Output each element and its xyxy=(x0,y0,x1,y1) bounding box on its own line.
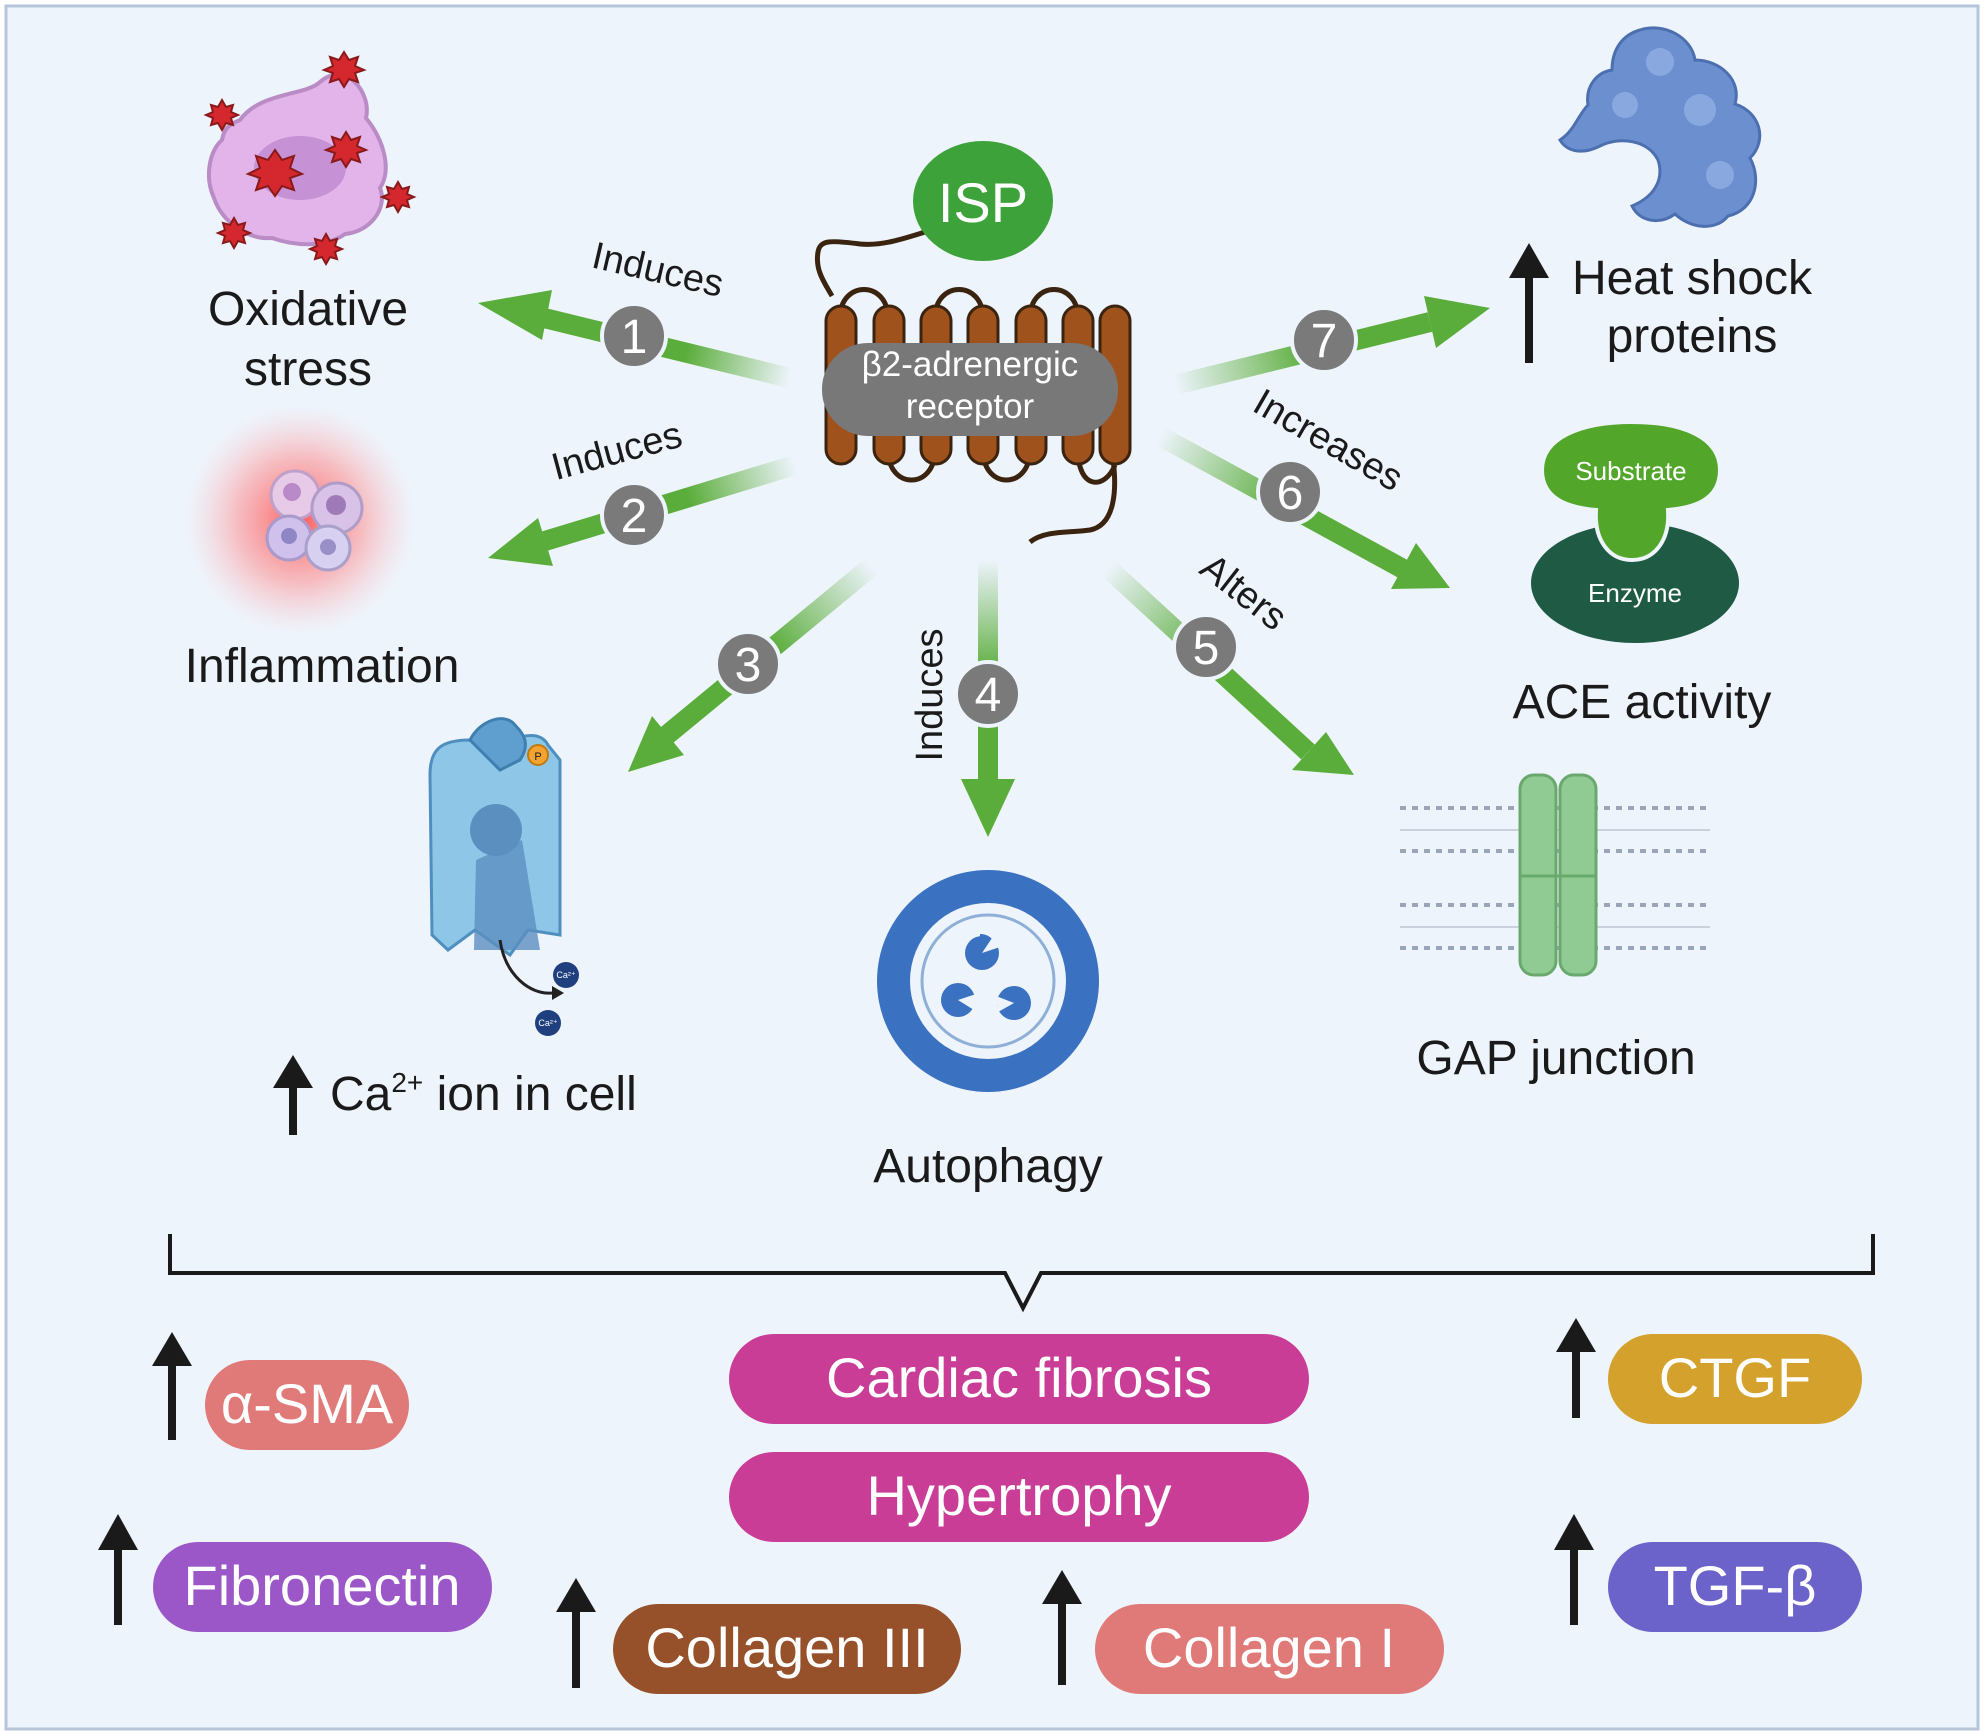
svg-text:Hypertrophy: Hypertrophy xyxy=(866,1464,1171,1527)
pathway-number-5: 5 xyxy=(1172,613,1240,681)
marker-alpha-sma: α-SMA xyxy=(152,1332,409,1450)
pathway-number-6: 6 xyxy=(1256,458,1324,526)
svg-text:TGF-β: TGF-β xyxy=(1654,1554,1817,1617)
enzyme-label: Enzyme xyxy=(1588,578,1682,608)
svg-text:Collagen III: Collagen III xyxy=(645,1616,928,1679)
grouping-bracket xyxy=(168,1234,1875,1313)
pathway-number-2: 2 xyxy=(600,481,668,549)
calcium-label: Ca2+ ion in cell xyxy=(330,1067,637,1121)
gap-junction-label: GAP junction xyxy=(1416,1032,1695,1085)
svg-text:7: 7 xyxy=(1311,315,1338,368)
inflammation-label: Inflammation xyxy=(185,640,460,693)
receptor-label-line2: receptor xyxy=(906,387,1035,426)
marker-pill xyxy=(1608,1542,1862,1632)
svg-text:P: P xyxy=(534,751,541,763)
heat-shock-label-line2: proteins xyxy=(1607,310,1778,363)
marker-ctgf: CTGF xyxy=(1556,1318,1862,1424)
receptor-label-line1: β2-adrenergic xyxy=(862,345,1079,384)
marker-pill xyxy=(153,1542,492,1632)
pathway-number-7: 7 xyxy=(1290,306,1358,374)
cardiac-fibrosis-pill: Cardiac fibrosis xyxy=(729,1334,1309,1424)
pathway-number-3: 3 xyxy=(714,630,782,698)
marker-pill xyxy=(613,1604,961,1694)
gap-junction-icon xyxy=(1400,773,1710,977)
oxidative-stress-label-line1: Oxidative xyxy=(208,283,408,336)
svg-text:Fibronectin: Fibronectin xyxy=(183,1554,460,1617)
svg-text:α-SMA: α-SMA xyxy=(221,1372,394,1435)
svg-text:6: 6 xyxy=(1277,467,1304,520)
enzyme-substrate-icon: Substrate Enzyme xyxy=(1531,419,1739,643)
isp-drug-badge: ISP xyxy=(913,141,1053,261)
svg-text:5: 5 xyxy=(1193,622,1220,675)
svg-text:3: 3 xyxy=(735,639,762,692)
marker-pill xyxy=(1608,1334,1862,1424)
svg-text:CTGF: CTGF xyxy=(1659,1346,1811,1409)
marker-collagen-iii: Collagen III xyxy=(556,1578,961,1694)
svg-text:1: 1 xyxy=(621,311,648,364)
oxidative-stress-label-line2: stress xyxy=(244,343,372,396)
inflammation-icon xyxy=(185,405,415,635)
heat-shock-protein-icon xyxy=(1557,26,1762,228)
marker-tgf-beta: TGF-β xyxy=(1554,1514,1862,1632)
autophagy-icon xyxy=(877,870,1099,1092)
marker-pill xyxy=(1095,1604,1444,1694)
hsp-up-arrow-icon xyxy=(1509,243,1549,363)
svg-text:4: 4 xyxy=(975,669,1002,722)
pathway-arrow-2 xyxy=(488,455,798,566)
calcium-up-arrow-icon xyxy=(273,1055,313,1135)
substrate-label: Substrate xyxy=(1575,456,1686,486)
svg-text:2: 2 xyxy=(621,490,648,543)
heat-shock-label-line1: Heat shock xyxy=(1572,252,1813,305)
ace-activity-label: ACE activity xyxy=(1513,676,1772,729)
svg-text:Ca²⁺: Ca²⁺ xyxy=(538,1018,558,1028)
marker-collagen-i: Collagen I xyxy=(1042,1570,1444,1694)
marker-pill xyxy=(205,1360,409,1450)
calcium-channel-icon: P Ca²⁺ Ca²⁺ xyxy=(428,717,579,1036)
isp-label: ISP xyxy=(938,171,1028,234)
autophagy-label: Autophagy xyxy=(873,1140,1103,1193)
svg-text:Collagen I: Collagen I xyxy=(1143,1616,1395,1679)
oxidative-cell-icon xyxy=(203,50,417,267)
marker-fibronectin: Fibronectin xyxy=(98,1514,492,1632)
hypertrophy-pill: Hypertrophy xyxy=(729,1452,1309,1542)
pathway-number-4: 4 xyxy=(954,660,1022,728)
pathway-verb-4: Induces xyxy=(909,628,951,761)
svg-text:Cardiac fibrosis: Cardiac fibrosis xyxy=(826,1346,1212,1409)
svg-text:Ca²⁺: Ca²⁺ xyxy=(556,970,576,980)
pathway-number-1: 1 xyxy=(600,302,668,370)
beta2-receptor-icon: β2-adrenergic receptor xyxy=(814,229,1132,545)
